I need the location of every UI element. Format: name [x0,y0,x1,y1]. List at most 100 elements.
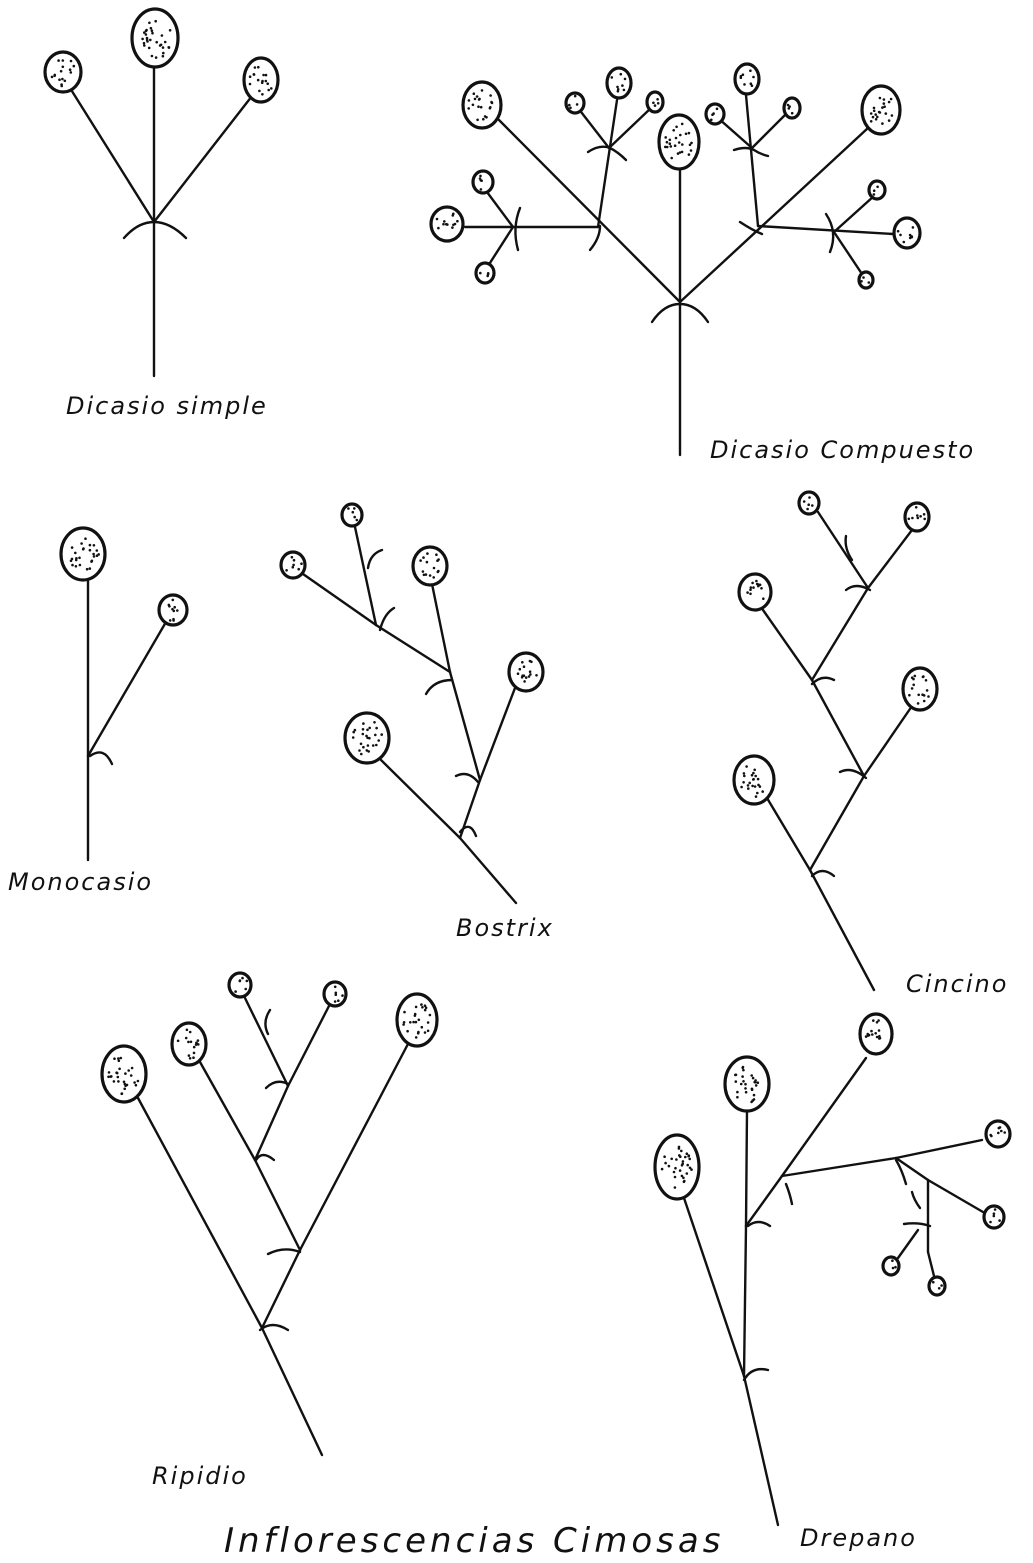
stipple-dot [361,732,365,736]
diagram-ripidio: Ripidio [100,971,439,1490]
stipple-dot [745,765,748,768]
stipple-dot [90,559,94,563]
stipple-dot [688,1166,692,1170]
stipple-dot [125,1083,129,1087]
stipple-dot [742,772,746,775]
stipple-dot [882,98,886,101]
flower-head [782,96,802,120]
twig [832,194,876,234]
bract [844,584,872,592]
stipple-dot [710,118,713,122]
stipple-dot [58,78,61,81]
flower-head [645,90,665,114]
stipple-dot [423,1008,427,1012]
stipple-dot [416,1032,420,1035]
stipple-dot [919,515,922,518]
stipple-dot [362,722,365,725]
stipple-dot [743,774,746,778]
stipple-dot [406,1029,409,1033]
flower [461,80,503,130]
stipple-dot [911,516,914,520]
bract [366,548,384,570]
stipple-dot [679,133,682,137]
stipple-dot [871,1033,874,1036]
stipple-dot [446,223,449,226]
flower [227,971,253,999]
stipple-dot [241,976,244,980]
stipple-dot [365,749,369,752]
stipple-dot [479,271,482,275]
stipple-dot [118,1067,121,1071]
stipple-dot [124,1072,127,1075]
stipple-dot [989,1220,992,1224]
stipple-dot [402,1023,405,1026]
stipple-dot [522,665,526,668]
stipple-dot [750,1074,753,1077]
stipple-dot [786,103,790,107]
stipple-dot [790,111,794,115]
axis-segment [260,1248,302,1330]
stipple-dot [334,993,338,996]
stipple-dot [910,235,914,239]
flower-head [723,1055,771,1113]
stipple-dot [869,112,873,115]
stipple-dot [749,82,753,85]
stipple-dot [110,1075,113,1078]
stipple-dot [877,110,881,114]
stipple-dot [480,89,484,92]
stipple-dot [672,1170,676,1174]
stipple-dot [192,1045,196,1049]
stipple-dot [891,1266,895,1270]
stipple-dot [88,543,92,547]
stipple-dot [993,1208,997,1211]
stipple-dot [877,1019,880,1022]
axis-segment [761,608,814,682]
stipple-dot [285,569,288,572]
twig [750,110,790,150]
stipple-dot [192,1051,196,1055]
stipple-dot [872,189,876,192]
stipple-dot [689,149,693,152]
bract [810,869,836,878]
flower-terminal [59,526,107,582]
stipple-dot [673,1175,677,1179]
stipple-dot [940,1284,943,1287]
stipple-dot [80,542,83,545]
stipple-dot [134,1083,138,1087]
bract [810,676,836,686]
stipple-dot [669,145,673,148]
stipple-dot [881,106,884,109]
axis-segment [298,1040,411,1252]
stipple-dot [680,1149,683,1153]
stipple-dot [456,219,459,223]
stipple-dot [746,591,749,594]
stipple-dot [672,129,675,132]
stipple-dot [665,145,669,149]
stipple-dot [360,752,363,756]
stipple-dot [685,1152,689,1155]
axis-segment [243,996,290,1088]
stipple-dot [414,1005,418,1009]
stipple-dot [248,82,252,86]
stipple-dot [748,781,751,785]
stipple-dot [490,100,493,104]
axis-segment [448,670,482,782]
stipple-dot [368,726,372,730]
stipple-dot [176,1039,180,1043]
stipple-dot [680,1164,684,1167]
flower-head [227,971,253,999]
stipple-dot [530,660,533,664]
stipple-dot [424,1006,428,1010]
stipple-dot [682,1176,685,1180]
stipple-dot [471,103,475,107]
stipple-dot [680,150,684,154]
stipple-dot [884,112,888,115]
bract [122,220,188,240]
stipple-dot [914,506,918,509]
stipple-dot [912,683,915,687]
stipple-dot [256,78,260,82]
stipple-dot [742,1080,745,1083]
stipple-dot [741,1075,744,1078]
stipple-dot [887,100,891,104]
axis-segment [253,1158,302,1252]
